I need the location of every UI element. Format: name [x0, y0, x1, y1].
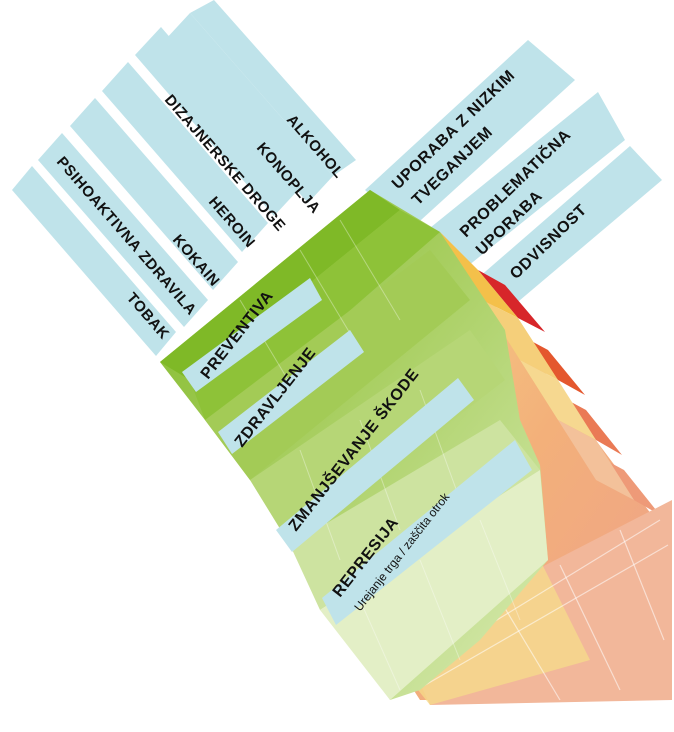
diagram-canvas: TOBAK PSIHOAKTIVNA ZDRAVILA KOKAIN HEROI…	[0, 0, 674, 727]
drug-policy-cube-diagram: TOBAK PSIHOAKTIVNA ZDRAVILA KOKAIN HEROI…	[0, 0, 674, 727]
